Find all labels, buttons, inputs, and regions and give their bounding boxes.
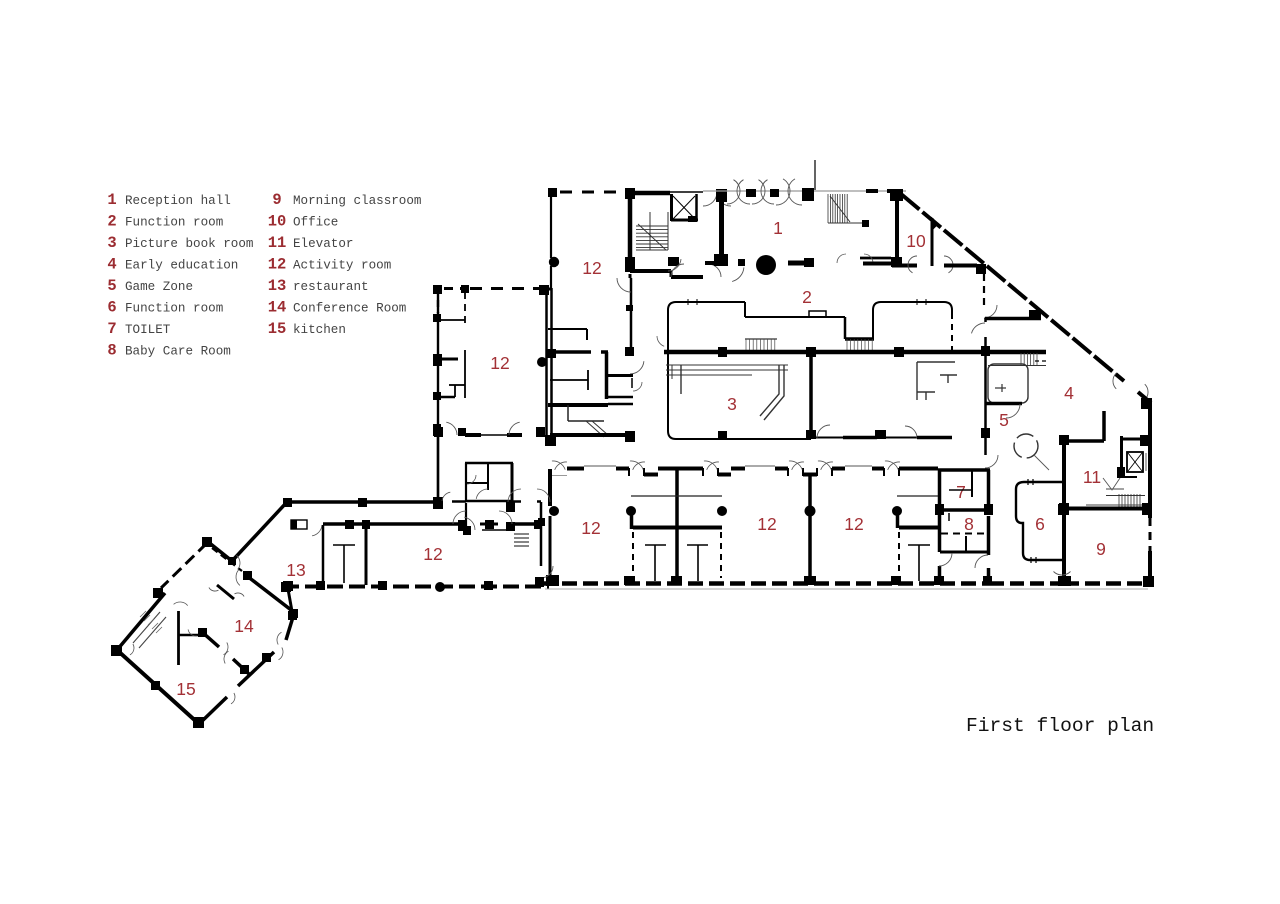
svg-text:First floor plan: First floor plan (966, 715, 1154, 737)
svg-text:7: 7 (956, 482, 966, 502)
svg-text:12: 12 (582, 258, 601, 278)
svg-text:Office: Office (293, 216, 338, 230)
svg-text:5: 5 (999, 410, 1009, 430)
svg-text:Reception hall: Reception hall (125, 194, 231, 208)
svg-text:9: 9 (1096, 539, 1106, 559)
svg-text:3: 3 (727, 394, 737, 414)
svg-text:12: 12 (423, 544, 442, 564)
svg-text:11: 11 (268, 234, 287, 252)
svg-text:11: 11 (1083, 467, 1101, 487)
svg-text:kitchen: kitchen (293, 323, 346, 337)
svg-text:6: 6 (1035, 514, 1045, 534)
svg-text:9: 9 (272, 191, 281, 209)
svg-text:1: 1 (773, 218, 783, 238)
svg-text:Activity room: Activity room (293, 259, 391, 273)
svg-text:1: 1 (107, 191, 116, 209)
svg-text:Function room: Function room (125, 216, 223, 230)
svg-text:12: 12 (844, 514, 863, 534)
svg-text:2: 2 (107, 213, 116, 231)
svg-text:8: 8 (964, 514, 974, 534)
svg-text:TOILET: TOILET (125, 323, 171, 337)
svg-text:12: 12 (268, 256, 287, 274)
svg-text:10: 10 (906, 231, 926, 251)
svg-text:10: 10 (268, 213, 287, 231)
svg-text:Baby Care Room: Baby Care Room (125, 345, 231, 359)
svg-text:5: 5 (107, 277, 116, 295)
svg-text:7: 7 (107, 320, 116, 338)
svg-text:6: 6 (107, 299, 116, 317)
svg-text:Early education: Early education (125, 259, 238, 273)
svg-text:12: 12 (757, 514, 776, 534)
svg-text:14: 14 (234, 616, 254, 636)
svg-text:14: 14 (268, 299, 287, 317)
svg-text:Morning classroom: Morning classroom (293, 194, 421, 208)
svg-text:12: 12 (490, 353, 509, 373)
svg-text:Function room: Function room (125, 302, 223, 316)
svg-text:Picture book room: Picture book room (125, 237, 253, 251)
svg-text:13: 13 (268, 277, 287, 295)
svg-text:restaurant: restaurant (293, 280, 369, 294)
svg-text:15: 15 (176, 679, 195, 699)
svg-text:Game Zone: Game Zone (125, 280, 193, 294)
svg-text:Elevator: Elevator (293, 237, 353, 251)
svg-text:Conference Room: Conference Room (293, 302, 406, 316)
svg-text:13: 13 (286, 560, 305, 580)
svg-text:8: 8 (107, 342, 116, 360)
svg-text:4: 4 (107, 256, 116, 274)
svg-text:2: 2 (802, 287, 812, 307)
svg-text:3: 3 (107, 234, 116, 252)
svg-text:4: 4 (1064, 383, 1074, 403)
svg-text:15: 15 (268, 320, 287, 338)
svg-text:12: 12 (581, 518, 600, 538)
